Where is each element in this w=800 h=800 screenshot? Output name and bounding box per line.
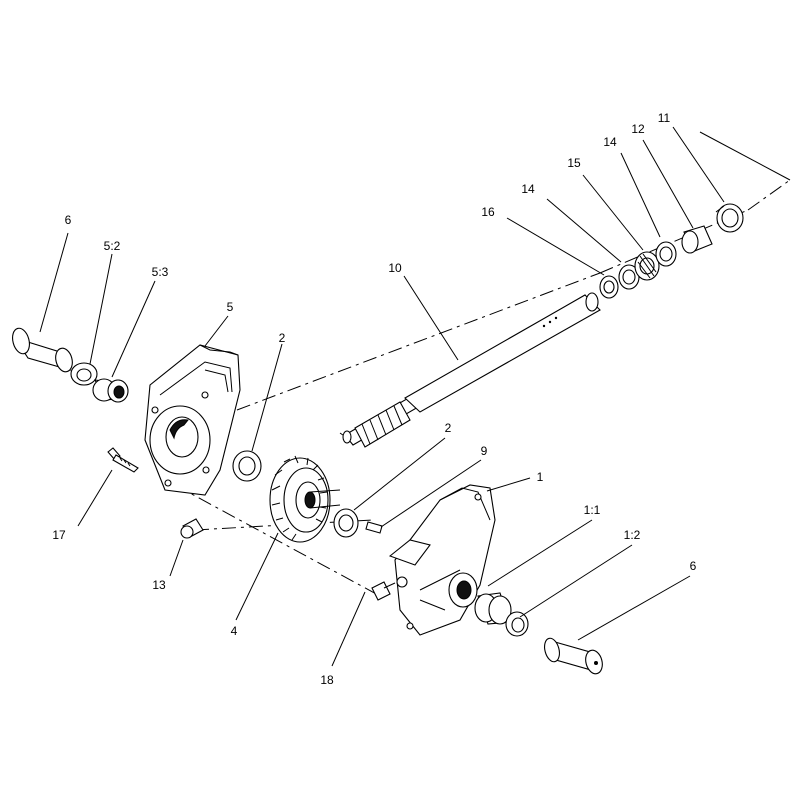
key-part-9 [365,521,383,534]
callout-14-left: 14 [521,182,535,196]
pin-part-6-right [544,637,603,675]
gear-part-4 [269,455,341,543]
leader-lines [39,126,725,667]
fitting-part-18 [371,581,396,601]
callout-4: 4 [230,624,238,638]
washer-part-2-right [333,508,359,538]
callout-15: 15 [567,156,581,170]
housing-part-5 [144,344,241,496]
callout-1-1: 1:1 [583,503,601,517]
callout-5: 5 [226,300,234,314]
callout-1-2: 1:2 [623,528,641,542]
callout-5-2: 5:2 [103,239,121,253]
housing-part-1 [388,484,496,636]
bushing-part-1-2 [505,611,529,637]
part-12-bushing [681,225,713,254]
pin-part-6-left [12,327,73,373]
callout-10: 10 [388,261,402,275]
callout-9: 9 [480,444,488,458]
callout-12: 12 [631,122,645,136]
callout-17: 17 [52,528,66,542]
callout-16: 16 [481,205,495,219]
callout-2-lower: 2 [444,421,452,435]
callout-2-upper: 2 [278,331,286,345]
dowel-part-13 [180,518,204,539]
callout-18: 18 [320,673,334,687]
part-16-snap-ring [599,275,619,299]
callout-5-3: 5:3 [151,265,169,279]
part-14-washer-right [655,241,677,267]
callout-6-right: 6 [689,559,697,573]
bolt-part-17 [107,447,139,473]
washer-part-2-left [232,450,262,482]
callout-11: 11 [657,111,671,125]
bushing-part-5-2 [70,362,98,386]
part-11-bearing [715,203,744,233]
callout-14-right: 14 [603,135,617,149]
part-15-thrust-bearing [634,251,660,281]
callout-13: 13 [152,578,166,592]
callout-6-left: 6 [64,213,72,227]
bearing-part-5-3 [92,378,129,403]
callout-1: 1 [536,470,544,484]
bearing-part-1-1 [474,592,512,625]
shaft-part-10 [339,292,601,448]
